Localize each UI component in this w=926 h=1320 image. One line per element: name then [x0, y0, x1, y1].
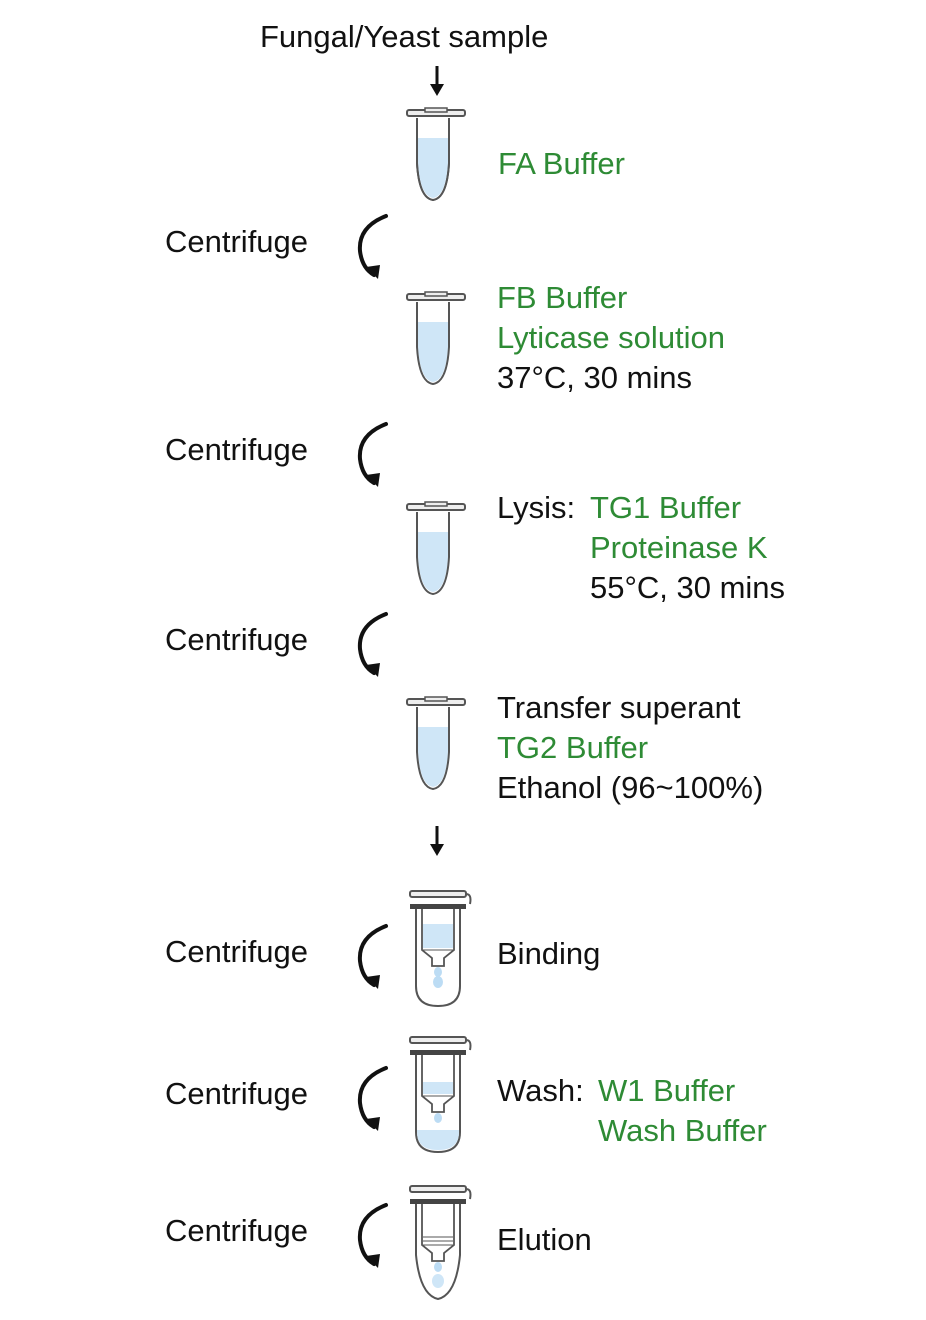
elution-tube-icon: [409, 1185, 472, 1301]
step3-reagent2: Proteinase K: [590, 530, 768, 565]
step3-condition: 55°C, 30 mins: [590, 570, 786, 605]
centrifuge-arrow-icon: [357, 214, 388, 279]
centrifuge-arrow-icon: [357, 1203, 388, 1268]
spin-column-icon: [409, 890, 472, 1008]
step3-prefix: Lysis:: [497, 490, 576, 525]
centrifuge-arrow-icon: [357, 422, 388, 487]
step1-reagent: FA Buffer: [498, 146, 625, 181]
down-arrow-icon: [430, 826, 444, 856]
centrifuge-label: Centrifuge: [165, 432, 309, 467]
centrifuge-label: Centrifuge: [165, 934, 309, 969]
step6-reagent2: Wash Buffer: [598, 1113, 767, 1148]
centrifuge-arrow-icon: [357, 924, 388, 989]
centrifuge-arrow-icon: [357, 612, 388, 677]
microtube-icon: [406, 291, 466, 386]
microtube-icon: [406, 696, 466, 791]
step4-reagent: TG2 Buffer: [497, 730, 649, 765]
centrifuge-label: Centrifuge: [165, 1076, 309, 1111]
centrifuge-arrow-icon: [357, 1066, 388, 1131]
step3-reagent1: TG1 Buffer: [590, 490, 742, 525]
step4-line3: Ethanol (96~100%): [497, 770, 764, 805]
step6-prefix: Wash:: [497, 1073, 584, 1108]
step2-reagent1: FB Buffer: [497, 280, 628, 315]
diagram-title: Fungal/Yeast sample: [260, 19, 549, 54]
step4-line1: Transfer superant: [497, 690, 741, 725]
step6-reagent1: W1 Buffer: [598, 1073, 736, 1108]
microtube-icon: [406, 501, 466, 596]
centrifuge-label: Centrifuge: [165, 224, 309, 259]
microtube-icon: [406, 107, 466, 202]
centrifuge-label: Centrifuge: [165, 622, 309, 657]
step5-label: Binding: [497, 936, 601, 971]
step2-reagent2: Lyticase solution: [497, 320, 726, 355]
down-arrow-icon: [430, 66, 444, 96]
step7-label: Elution: [497, 1222, 592, 1257]
centrifuge-label: Centrifuge: [165, 1213, 309, 1248]
spin-column-icon: [409, 1036, 472, 1154]
step2-condition: 37°C, 30 mins: [497, 360, 693, 395]
